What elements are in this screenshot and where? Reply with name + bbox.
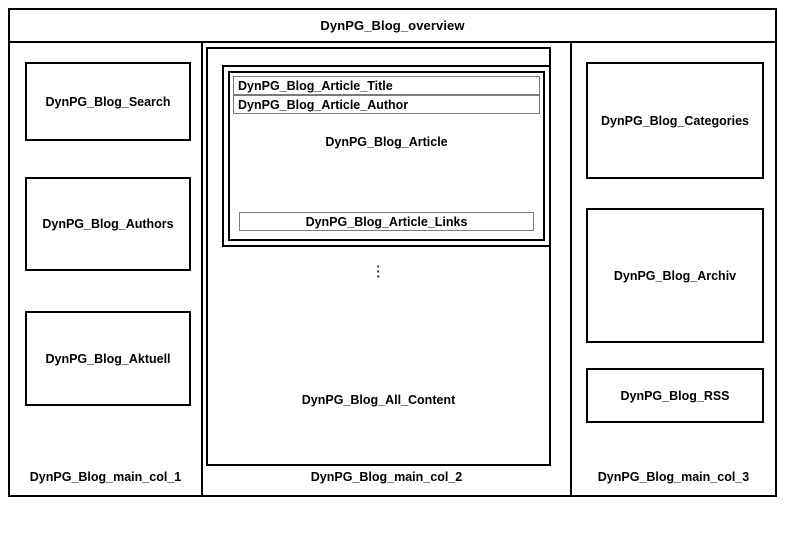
block-blog-archiv[interactable]: DynPG_Blog_Archiv (586, 208, 764, 343)
main-col-1: DynPG_Blog_Search DynPG_Blog_Authors Dyn… (10, 43, 203, 495)
block-blog-authors[interactable]: DynPG_Blog_Authors (25, 177, 191, 271)
block-blog-rss-label: DynPG_Blog_RSS (620, 388, 730, 403)
block-blog-aktuell[interactable]: DynPG_Blog_Aktuell (25, 311, 191, 406)
block-blog-archiv-label: DynPG_Blog_Archiv (613, 268, 737, 283)
main-col-1-caption: DynPG_Blog_main_col_1 (29, 470, 182, 484)
block-blog-authors-label: DynPG_Blog_Authors (42, 217, 174, 231)
block-blog-search[interactable]: DynPG_Blog_Search (25, 62, 191, 141)
block-blog-article-card[interactable]: DynPG_Blog_Article_Title DynPG_Blog_Arti… (222, 65, 551, 247)
block-blog-article-title[interactable]: DynPG_Blog_Article_Title (233, 76, 540, 95)
block-blog-article-author[interactable]: DynPG_Blog_Article_Author (233, 95, 540, 114)
block-blog-rss[interactable]: DynPG_Blog_RSS (586, 368, 764, 423)
vertical-ellipsis-icon: ··· (376, 259, 381, 284)
block-blog-article-body-label: DynPG_Blog_Article (325, 135, 448, 149)
block-blog-article-title-label: DynPG_Blog_Article_Title (238, 78, 393, 93)
main-col-3-caption: DynPG_Blog_main_col_3 (597, 470, 750, 484)
block-blog-article-author-label: DynPG_Blog_Article_Author (238, 97, 409, 112)
main-col-3: DynPG_Blog_Categories DynPG_Blog_Archiv … (572, 43, 775, 495)
block-blog-article-links-label: DynPG_Blog_Article_Links (305, 214, 468, 229)
block-blog-article-inner: DynPG_Blog_Article_Title DynPG_Blog_Arti… (228, 71, 545, 241)
block-blog-aktuell-label: DynPG_Blog_Aktuell (45, 351, 171, 366)
main-col-2-caption: DynPG_Blog_main_col_2 (310, 470, 463, 484)
block-blog-categories-label: DynPG_Blog_Categories (601, 113, 749, 128)
diagram-columns: DynPG_Blog_Search DynPG_Blog_Authors Dyn… (10, 43, 775, 495)
page-title: DynPG_Blog_overview (320, 18, 465, 33)
main-col-3-body: DynPG_Blog_Categories DynPG_Blog_Archiv … (572, 43, 775, 470)
main-col-1-body: DynPG_Blog_Search DynPG_Blog_Authors Dyn… (10, 43, 201, 470)
block-blog-categories[interactable]: DynPG_Blog_Categories (586, 62, 764, 179)
main-col-2-body: DynPG_Blog_Article_Title DynPG_Blog_Arti… (203, 43, 570, 470)
main-col-2: DynPG_Blog_Article_Title DynPG_Blog_Arti… (203, 43, 572, 495)
blog-overview-diagram: DynPG_Blog_overview DynPG_Blog_Search Dy… (8, 8, 777, 497)
block-blog-all-content[interactable]: DynPG_Blog_Article_Title DynPG_Blog_Arti… (206, 47, 551, 466)
diagram-header: DynPG_Blog_overview (10, 10, 775, 43)
block-blog-all-content-label: DynPG_Blog_All_Content (301, 393, 456, 407)
block-blog-article-links[interactable]: DynPG_Blog_Article_Links (239, 212, 534, 231)
block-blog-search-label: DynPG_Blog_Search (45, 94, 171, 109)
